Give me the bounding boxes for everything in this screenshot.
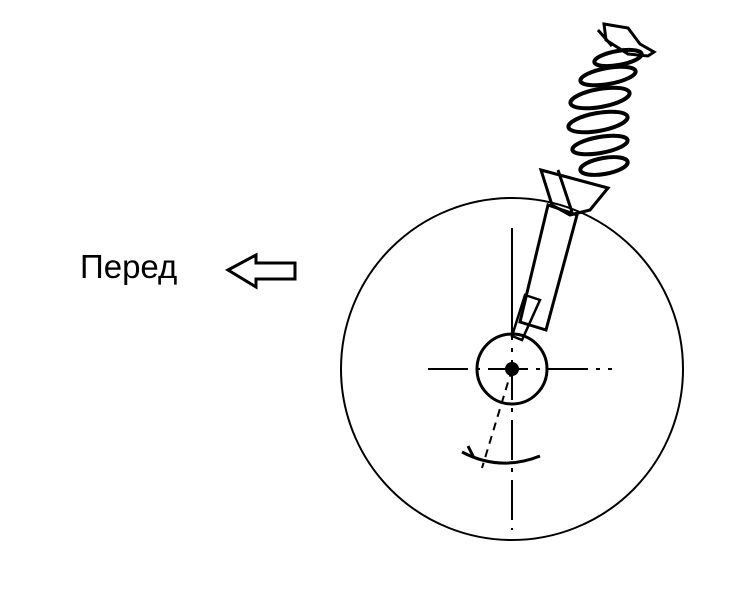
caster-angle-arc [461, 450, 541, 465]
steering-axis-line [481, 368, 513, 469]
strut-top-mount [596, 22, 657, 58]
caster-angle-tick [466, 445, 476, 459]
coil-spring [566, 47, 644, 177]
arrow-left-outline-icon [224, 252, 297, 290]
strut-assembly [510, 167, 611, 342]
wheel-outline [340, 197, 684, 541]
front-direction-label: Перед [80, 248, 178, 285]
